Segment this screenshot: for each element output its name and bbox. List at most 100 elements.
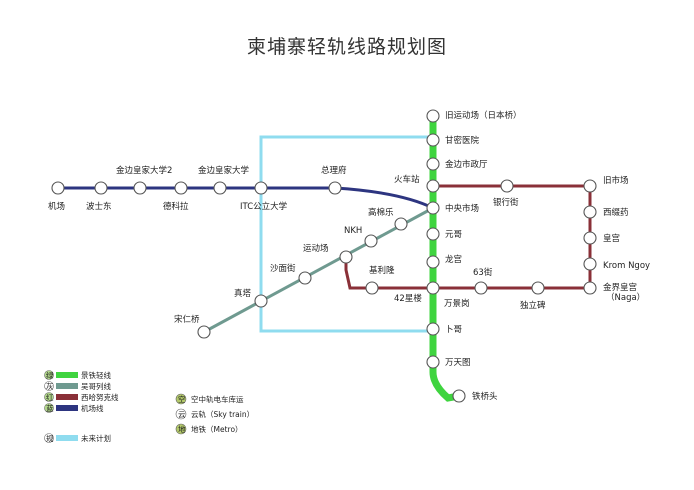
legend-label: 景铁轻线 [81,370,111,380]
station-itc[interactable] [254,181,268,195]
label-xicuo: 西缀药 [603,207,629,218]
label-wanjinggang: 万景岗 [444,298,470,309]
station-tieqiao[interactable] [452,389,466,403]
legend-badge-text: 灰 [46,381,54,391]
legend-line-navy: 蓝 机场线 [44,403,104,413]
legend-mode-badge-text: 地 [178,424,186,434]
legend-mode-skytrain: 云 云轨（Sky train） [175,408,254,420]
legend-mode-label: 地铁（Metro） [191,424,243,434]
label-shizhengting: 金边市政厅 [445,159,488,170]
station-yuangou[interactable] [426,227,440,241]
station-xicuo[interactable] [583,205,597,219]
label-shaxiao: 沙面街 [270,263,296,274]
station-boshidong[interactable] [94,181,108,195]
station-yundongchang[interactable] [339,250,353,264]
station-63[interactable] [474,281,488,295]
label-delikang: 德科拉 [163,201,189,212]
station-huanggong[interactable] [583,231,597,245]
legend-mode-metro: 地 地铁（Metro） [175,423,243,435]
station-shizhengting[interactable] [426,157,440,171]
station-gaoshan[interactable] [394,217,408,231]
label-songren: 宋仁桥 [174,314,200,325]
label-duli: 独立碑 [520,300,546,311]
station-zhenta[interactable] [254,294,268,308]
station-jiuyundong[interactable] [426,109,440,123]
station-yinhang[interactable] [500,179,514,193]
legend-badge-text: 绿 [46,371,54,380]
label-zhenta: 真塔 [234,288,252,299]
station-songren[interactable] [197,325,211,339]
legend-mode-aerial: 空 空中轨电车库运 [175,393,244,405]
label-ganmu: 甘密医院 [445,135,480,146]
station-nkh[interactable] [364,234,378,248]
label-boshidong: 波士东 [86,201,112,212]
label-gaoshan: 高棉乐 [368,207,394,218]
label-jilipeng: 基利隆 [369,265,395,276]
label-jiushichang: 旧市场 [603,175,629,186]
station-jinbian2[interactable] [133,181,147,195]
legend-swatch [56,394,78,400]
label-xiage: 卜哥 [445,325,463,335]
map-title: 柬埔寨轻轨线路规划图 [246,36,447,58]
station-wantian[interactable] [426,355,440,369]
legend-badge [44,403,54,413]
legend-badge [44,392,54,402]
legend-badge [44,381,54,391]
legend-future: 规 未来计划 [44,433,111,443]
station-wanjinggang[interactable] [426,281,440,295]
station-duli[interactable] [531,281,545,295]
station-jinbian[interactable] [213,181,227,195]
label-42: 42星楼 [394,293,422,304]
label-tieqiao: 铁桥头 [472,391,498,402]
station-longgong[interactable] [426,255,440,269]
label-yuangou: 元哥 [445,230,463,240]
station-jilipeng[interactable] [365,281,379,295]
station-zonglifu[interactable] [328,181,342,195]
label-itc: ITC公立大学 [240,201,288,212]
label-huanggong: 皇宫 [603,233,620,244]
station-jiushichang[interactable] [583,179,597,193]
legend-line-green: 绿 景铁轻线 [44,370,111,380]
label-naga-line2: （Naga） [606,292,645,303]
legend-swatch [56,435,78,441]
legend-line-teal: 灰 吴哥列线 [44,381,111,391]
legend-mode-label: 云轨（Sky train） [191,409,254,419]
station-jichang[interactable] [51,181,65,195]
label-wantian: 万天图 [445,358,471,368]
label-yinhang: 银行街 [493,197,519,208]
legend-label: 机场线 [81,403,104,413]
label-yundongchang: 运动场 [303,243,329,254]
station-shaxiao[interactable] [298,271,312,285]
station-huochezhan[interactable] [426,179,440,193]
legend: 绿 景铁轻线 灰 吴哥列线 红 西哈努克线 蓝 机场线 规 未来计划 [44,370,254,443]
legend-label: 未来计划 [81,433,111,443]
label-huochezhan: 火车站 [394,174,420,185]
legend-badge [44,370,54,380]
legend-label: 吴哥列线 [81,381,111,391]
legend-swatch [56,405,78,411]
label-longgong: 龙宫 [445,254,462,265]
teal-line [203,206,434,334]
legend-mode-label: 空中轨电车库运 [191,394,244,404]
station-kromngoy[interactable] [583,257,597,271]
maroon-line [344,184,592,290]
label-zhongyang: 中央市场 [445,203,479,214]
station-xiage[interactable] [426,322,440,336]
legend-badge-text: 蓝 [46,403,54,413]
legend-swatch [56,372,78,378]
station-ganmu[interactable] [426,133,440,147]
station-zhongyang[interactable] [426,201,440,215]
station-delikang[interactable] [174,181,188,195]
label-naga: 金界皇宫（Naga） [603,282,645,303]
legend-badge [44,433,54,443]
legend-mode-badge-text: 云 [178,410,186,419]
label-nkh: NKH [344,226,362,236]
legend-mode-badge [175,423,187,435]
label-jichang: 机场 [48,201,65,212]
legend-line-maroon: 红 西哈努克线 [44,392,119,402]
label-jiuyundong: 旧运动场（日本桥） [445,110,522,121]
legend-label: 西哈努克线 [81,392,119,402]
label-jinbian2: 金边皇家大学2 [116,165,172,176]
station-naga[interactable] [583,281,597,295]
label-jinbian: 金边皇家大学 [198,165,250,176]
